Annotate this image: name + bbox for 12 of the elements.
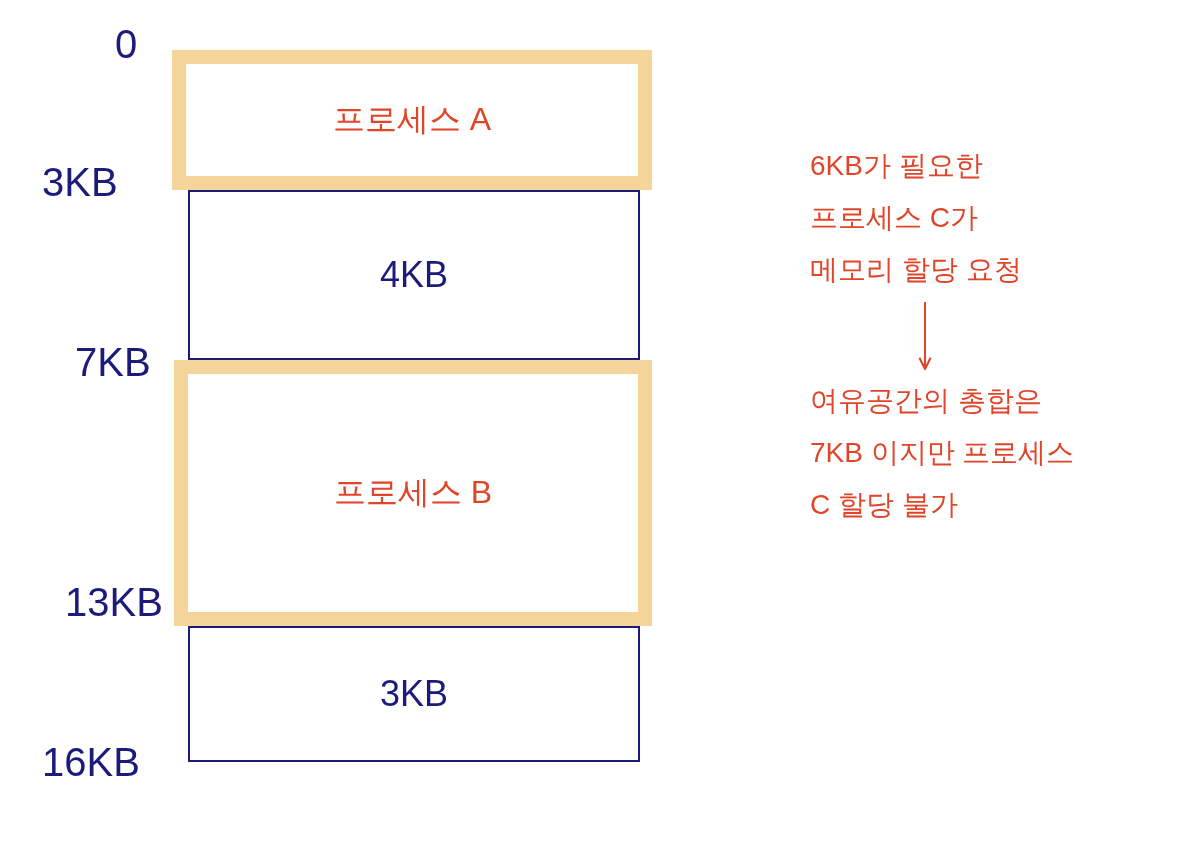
address-label: 7KB [75, 340, 151, 385]
arrow [918, 301, 932, 371]
process-block: 프로세스 B [174, 360, 652, 626]
process-block: 프로세스 A [172, 50, 652, 190]
address-label: 0 [115, 22, 138, 67]
address-label: 13KB [65, 580, 163, 625]
address-label: 3KB [42, 160, 118, 205]
address-label: 16KB [42, 740, 140, 785]
note-text: 6KB가 필요한 프로세스 C가 메모리 할당 요청 [810, 140, 1050, 296]
free-memory-block: 3KB [188, 626, 640, 762]
note-text: 여유공간의 총합은 7KB 이지만 프로세스 C 할당 불가 [810, 375, 1100, 531]
free-memory-block: 4KB [188, 190, 640, 360]
